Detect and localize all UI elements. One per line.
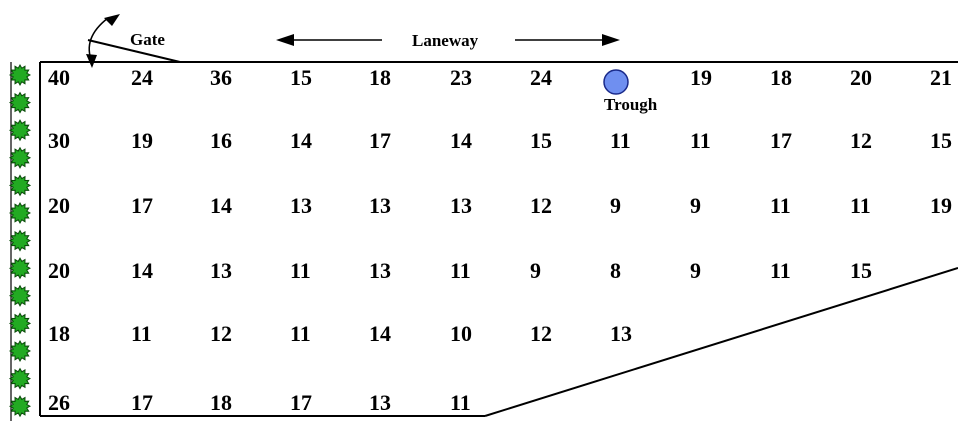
tree-icon: [8, 63, 32, 87]
grid-cell-r4-c9: 9: [690, 258, 701, 283]
gate-label: Gate: [130, 30, 165, 49]
tree-row: [8, 63, 32, 418]
grid-cell-r2-c10: 17: [770, 128, 792, 153]
grid-cell-r2-c4: 14: [290, 128, 312, 153]
tree-icon: [8, 367, 32, 390]
grid-cell-r2-c12: 15: [930, 128, 952, 153]
grid-cell-r6-c3: 18: [210, 390, 232, 415]
grid-cell-r5-c5: 14: [369, 321, 391, 346]
grid-cell-r6-c1: 26: [48, 390, 70, 415]
grid-cell-r2-c9: 11: [690, 128, 711, 153]
grid-cell-r1-c10: 18: [770, 65, 792, 90]
grid-cell-r5-c6: 10: [450, 321, 472, 346]
grid-cell-r2-c6: 14: [450, 128, 472, 153]
tree-icon: [8, 201, 32, 225]
grid-cell-r3-c9: 9: [690, 193, 701, 218]
grid-cell-r2-c11: 12: [850, 128, 872, 153]
gate-arrowhead-bottom: [86, 54, 97, 68]
grid-cell-r2-c1: 30: [48, 128, 70, 153]
tree-icon: [8, 91, 32, 114]
grid-cell-r3-c6: 13: [450, 193, 472, 218]
grid-cell-r4-c8: 8: [610, 258, 621, 283]
gate-arrowhead-top: [104, 14, 120, 26]
grid-cell-r1-c1: 40: [48, 65, 70, 90]
grid-cell-r1-c4: 15: [290, 65, 312, 90]
tree-icon: [8, 284, 32, 307]
laneway-right-arrowhead: [602, 34, 620, 46]
grid-cell-r4-c1: 20: [48, 258, 70, 283]
grid-cell-r3-c7: 12: [530, 193, 552, 218]
grid-cell-r4-c3: 13: [210, 258, 232, 283]
grid-cell-r1-c11: 20: [850, 65, 872, 90]
grid-cell-r6-c2: 17: [131, 390, 153, 415]
grid-cell-r3-c8: 9: [610, 193, 621, 218]
grid-cell-r2-c3: 16: [210, 128, 232, 153]
tree-icon: [8, 339, 32, 363]
grid-cell-r3-c3: 14: [210, 193, 232, 218]
grid-cell-r3-c12: 19: [930, 193, 952, 218]
grid-cell-r4-c11: 15: [850, 258, 872, 283]
grid-cell-r1-c12: 21: [930, 65, 952, 90]
tree-icon: [8, 312, 32, 335]
tree-icon: [8, 119, 32, 142]
grid-cell-r3-c4: 13: [290, 193, 312, 218]
tree-icon: [8, 257, 32, 280]
grid-cell-r5-c4: 11: [290, 321, 311, 346]
grid-cell-r5-c8: 13: [610, 321, 632, 346]
grid-cell-r3-c10: 11: [770, 193, 791, 218]
grid-cell-r5-c1: 18: [48, 321, 70, 346]
grid-cell-r3-c1: 20: [48, 193, 70, 218]
paddock-diagonal-boundary: [484, 267, 958, 417]
grid-cell-r4-c2: 14: [131, 258, 153, 283]
trough-icon: [603, 69, 629, 95]
grid-cell-r4-c6: 11: [450, 258, 471, 283]
grid-cell-r1-c2: 24: [131, 65, 153, 90]
grid-cell-r6-c5: 13: [369, 390, 391, 415]
grid-cell-r4-c10: 11: [770, 258, 791, 283]
grid-cell-r2-c5: 17: [369, 128, 391, 153]
grid-cell-r3-c5: 13: [369, 193, 391, 218]
grid-cell-r5-c7: 12: [530, 321, 552, 346]
laneway-left-arrowhead: [276, 34, 294, 46]
tree-icon: [8, 395, 32, 418]
grid-cell-r6-c4: 17: [290, 390, 312, 415]
grid-cell-r2-c2: 19: [131, 128, 153, 153]
grid-cell-r1-c9: 19: [690, 65, 712, 90]
grid-cell-r2-c7: 15: [530, 128, 552, 153]
grid-cell-r4-c5: 13: [369, 258, 391, 283]
grid-cell-r4-c4: 11: [290, 258, 311, 283]
grid-cell-r3-c2: 17: [131, 193, 153, 218]
gate-line: [87, 39, 181, 63]
laneway-label: Laneway: [412, 31, 479, 50]
grid-cell-r5-c3: 12: [210, 321, 232, 346]
grid-cell-r1-c7: 24: [530, 65, 552, 90]
grid-cell-r1-c5: 18: [369, 65, 391, 90]
grid-cell-r4-c7: 9: [530, 258, 541, 283]
grid-cell-r1-c3: 36: [210, 65, 232, 90]
grid-cell-r1-c6: 23: [450, 65, 472, 90]
tree-icon: [8, 174, 32, 197]
grid-cell-r6-c6: 11: [450, 390, 471, 415]
grid-cell-r3-c11: 11: [850, 193, 871, 218]
grid-cell-r2-c8: 11: [610, 128, 631, 153]
grid-cell-r5-c2: 11: [131, 321, 152, 346]
grid-values: 40 24 36 15 18 23 24 19 18 20 21 30 19 16 14 17 14 15 11 11…: [48, 65, 952, 415]
tree-icon: [8, 146, 32, 169]
tree-icon: [8, 229, 32, 252]
trough-label: Trough: [604, 95, 658, 114]
